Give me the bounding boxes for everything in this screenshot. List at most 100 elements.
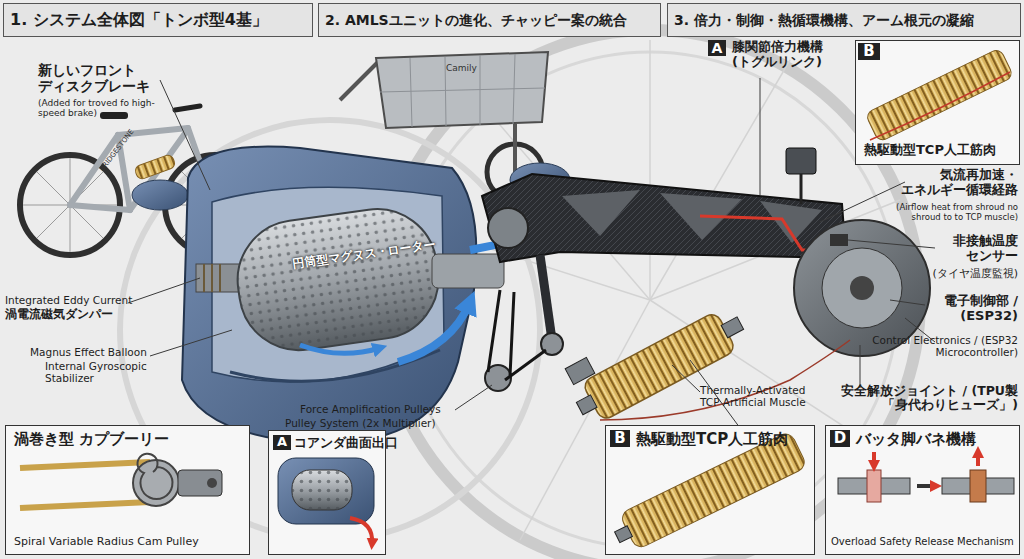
inset-release-mechanism (838, 452, 1014, 502)
shroud-cutaway (432, 254, 504, 288)
node-heading: 渦巻き型 カプブーリー (14, 431, 242, 448)
cargo-trailer (376, 52, 548, 128)
inset-panels (5, 40, 1020, 555)
inset-tcp-coil (608, 431, 807, 556)
node-heading: A (273, 435, 291, 450)
tcp-muscle (569, 304, 850, 428)
inset-cam-pulley (20, 462, 150, 468)
inset-tcp-coil-top (865, 48, 1014, 143)
node-heading: 1. システム全体図「トンボ型4基」 (10, 11, 308, 29)
callout-label: Force Amplification Pulleys (300, 403, 475, 415)
leader-lines (760, 78, 761, 195)
callout-label: Camily (446, 63, 506, 73)
leader-lines (672, 365, 700, 392)
cargo-trailer (380, 88, 545, 92)
callout-label: 電子制御部 / (ESP32) (900, 294, 1018, 324)
node-text: 熱駆動型TCP人工筋肉 (864, 143, 1016, 158)
callout-label: A (708, 40, 726, 56)
callout-label: (Added for troved fo high-speed brake) (38, 98, 158, 119)
cargo-trailer (445, 57, 446, 126)
cargo-trailer (340, 62, 378, 100)
bicycle (175, 106, 200, 110)
callout-label: 新しいフロント ディスクブレーキ (38, 62, 160, 94)
wheel-hub (822, 248, 902, 328)
cargo-trailer (410, 58, 412, 127)
tcp-muscle (600, 340, 850, 420)
inset-tcp-coil-top (865, 48, 1014, 143)
inset-coanda-exit (292, 470, 352, 510)
shroud-cutaway (211, 264, 213, 292)
inset-cam-pulley (20, 454, 222, 508)
inset-coanda-exit (278, 458, 374, 524)
callout-label: 渦電流磁気ダンパー (5, 308, 165, 322)
callout-label: Pulley System (2x Multiplier) (285, 417, 470, 429)
shroud-cutaway (203, 264, 205, 292)
callout-label: 安全解放ジョイント / (TPU製「身代わりヒューズ」) (830, 384, 1018, 413)
inset-panel: B熱駆動型TCP人工筋肉 (605, 425, 815, 555)
bicycle (70, 205, 130, 210)
node-heading: D (830, 430, 850, 447)
shroud-cutaway (182, 147, 476, 443)
carbon-arm (482, 148, 846, 262)
node-text: コアンダ曲面出口 (294, 436, 384, 450)
carbon-arm (482, 174, 846, 262)
inset-cam-pulley (178, 470, 222, 496)
node-text: 熱駆動型TCP人工筋肉 (636, 431, 812, 448)
shroud-cutaway (204, 264, 220, 292)
node-heading: B (858, 43, 880, 60)
pulley-linkage (540, 255, 552, 340)
section-band: 2. AMLSユニットの進化、チャッピー案の統合 (318, 3, 661, 37)
tcp-muscle (721, 317, 743, 338)
inset-tcp-coil (608, 431, 807, 556)
pulley-linkage (485, 255, 595, 391)
inset-panels (605, 425, 815, 555)
node-text: バッタ脚バネ機構 (856, 431, 1018, 448)
leader-lines (160, 80, 210, 190)
shroud-cutaway (230, 201, 446, 358)
callout-label: Thermally-Activated TCP Artificial Muscl… (700, 384, 828, 408)
shroud-cutaway (230, 201, 446, 358)
inset-panels (5, 425, 250, 555)
inset-release-mechanism (867, 470, 881, 502)
leader-lines (455, 385, 492, 410)
inset-release-mechanism (917, 484, 936, 488)
carbon-arm (488, 208, 528, 248)
callout-label: Internal Gyroscopic Stabilizer (45, 360, 163, 384)
callout-label: (タイヤ温度監視) (900, 268, 1018, 281)
wheel-hub (830, 234, 848, 246)
inset-panel: 渦巻き型 カプブーリーSpiral Variable Radius Cam Pu… (5, 425, 250, 555)
inset-cam-pulley (207, 478, 217, 488)
shroud-cutaway (230, 201, 446, 358)
leader-lines (848, 240, 935, 248)
inset-panel: D バッタ脚バネ機構 Overload Safety Release Mechani… (825, 425, 1020, 555)
bicycle (70, 135, 118, 205)
tcp-muscle (569, 304, 750, 428)
inset-coanda-exit (278, 458, 374, 544)
background (649, 40, 651, 300)
cargo-trailer (513, 124, 517, 172)
leader-lines (890, 300, 925, 305)
section-band: 3. 倍力・制御・熱循環機構、アーム根元の凝縮 (667, 3, 1021, 37)
inset-tcp-coil (615, 526, 633, 543)
bicycle (134, 154, 176, 181)
node-heading: 3. 倍力・制御・熱循環機構、アーム根元の凝縮 (674, 12, 1016, 28)
shroud-cutaway (398, 302, 470, 362)
leader-lines (128, 278, 200, 303)
inset-release-mechanism (970, 470, 986, 502)
inset-panels (855, 40, 1020, 165)
shroud-cutaway (182, 147, 540, 443)
carbon-arm (800, 174, 803, 204)
node-text: Overload Safety Release Mechanism (831, 536, 1019, 548)
callout-label: (Airflow heat from shroud no shroud to t… (868, 203, 1018, 223)
inset-tcp-coil-top (870, 72, 1010, 140)
inset-tcp-coil-top (865, 48, 1014, 143)
background (120, 120, 540, 540)
section-band: 1. システム全体図「トンボ型4基」 (3, 3, 313, 37)
shroud-cutaway (300, 345, 380, 353)
inset-panel: B 熱駆動型TCP人工筋肉 (855, 40, 1020, 165)
inset-coanda-exit (292, 470, 352, 510)
callout-label: 気流再加速・ エネルギー循環経路 (878, 168, 1018, 198)
inset-tcp-coil (619, 431, 807, 550)
